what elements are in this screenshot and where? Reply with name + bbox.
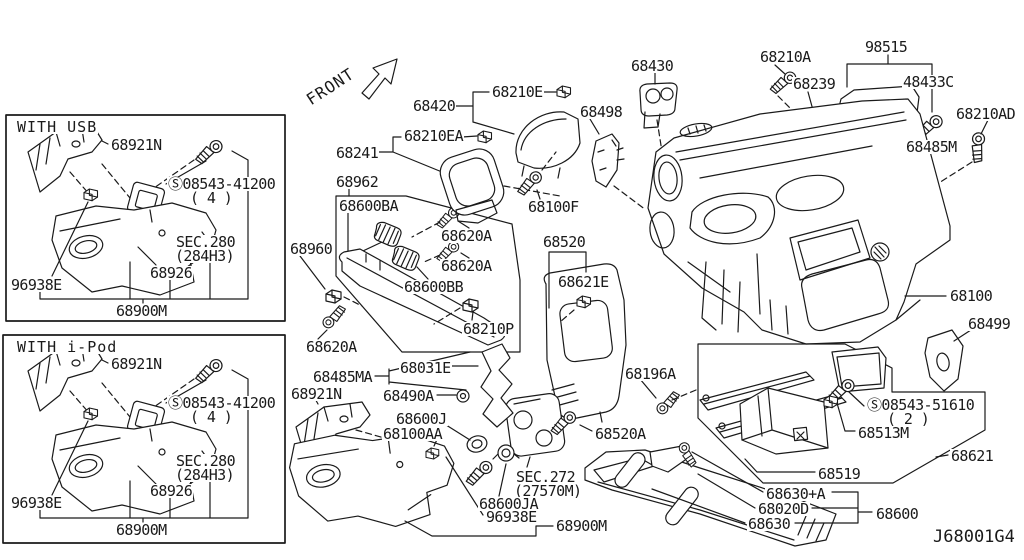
diagram-code: J68001G4	[932, 527, 1016, 547]
part-label: 68921N	[110, 355, 163, 373]
part-label: 68490A	[382, 387, 435, 405]
part-label: 68926	[149, 482, 194, 500]
part-label: 68430	[630, 57, 675, 75]
part-label: 68239	[792, 75, 837, 93]
part-label: 68900M	[115, 302, 168, 320]
part-label: 68210A	[759, 48, 812, 66]
part-label: 68900M	[555, 517, 608, 535]
section-title-ipod: WITH i-Pod	[16, 338, 119, 356]
part-label: ( 4 )	[189, 408, 234, 426]
part-label: 68921N	[290, 385, 343, 403]
part-label: 68630	[747, 515, 792, 533]
part-label: 68600BB	[403, 278, 465, 296]
part-label: 68499	[967, 315, 1012, 333]
part-label: 68100AA	[382, 425, 444, 443]
part-label: 68196A	[624, 365, 677, 383]
part-label: 68926	[149, 264, 194, 282]
part-label: ( 2 )	[886, 410, 931, 428]
part-label: Ⓢ08543-51610	[866, 396, 976, 414]
part-label: 68210AD	[955, 105, 1017, 123]
part-label: 68031E	[399, 359, 452, 377]
part-label: 68620A	[440, 227, 493, 245]
section-title-usb: WITH USB	[16, 118, 99, 136]
part-label: SEC.280	[175, 233, 237, 251]
part-label: 68519	[817, 465, 862, 483]
part-label: 68600BA	[338, 197, 400, 215]
part-label: 68962	[335, 173, 380, 191]
part-label: 96938E	[485, 508, 538, 526]
part-label: 68210P	[462, 320, 515, 338]
part-label: 96938E	[10, 276, 63, 294]
part-label: 98515	[864, 38, 909, 56]
part-label: 68420	[412, 97, 457, 115]
part-label: 68621	[950, 447, 995, 465]
part-label: 68520	[542, 233, 587, 251]
part-label: (284H3)	[174, 247, 236, 265]
part-label: 68210E	[491, 83, 544, 101]
part-label: 68100F	[527, 198, 580, 216]
part-label: 68621E	[557, 273, 610, 291]
part-label: 68620A	[305, 338, 358, 356]
part-label: 68900M	[115, 521, 168, 539]
part-label: 68241	[335, 144, 380, 162]
part-label: 68921N	[110, 136, 163, 154]
part-label: 96938E	[10, 494, 63, 512]
part-label: (27570M)	[513, 482, 583, 500]
part-label: (284H3)	[174, 466, 236, 484]
part-label: 68498	[579, 103, 624, 121]
part-label: 68600JA	[478, 495, 540, 513]
part-label: SEC.280	[175, 452, 237, 470]
part-label: 68600J	[395, 410, 448, 428]
part-label: 48433C	[902, 73, 955, 91]
part-label: Ⓢ08543-41200	[167, 394, 277, 412]
part-label: 68485M	[905, 138, 958, 156]
part-label: 68600	[875, 505, 920, 523]
part-label: 68520A	[594, 425, 647, 443]
part-label: 68960	[289, 240, 334, 258]
part-label: 68100	[949, 287, 994, 305]
part-label: 68630+A	[765, 485, 827, 503]
part-label: 68620A	[440, 257, 493, 275]
part-label: ( 4 )	[189, 189, 234, 207]
part-label: SEC.272	[515, 468, 577, 486]
part-label: 68485MA	[312, 368, 374, 386]
part-label: 68513M	[857, 424, 910, 442]
part-label: 68210EA	[403, 127, 465, 145]
part-label: 68020D	[757, 500, 810, 518]
part-label: Ⓢ08543-41200	[167, 175, 277, 193]
